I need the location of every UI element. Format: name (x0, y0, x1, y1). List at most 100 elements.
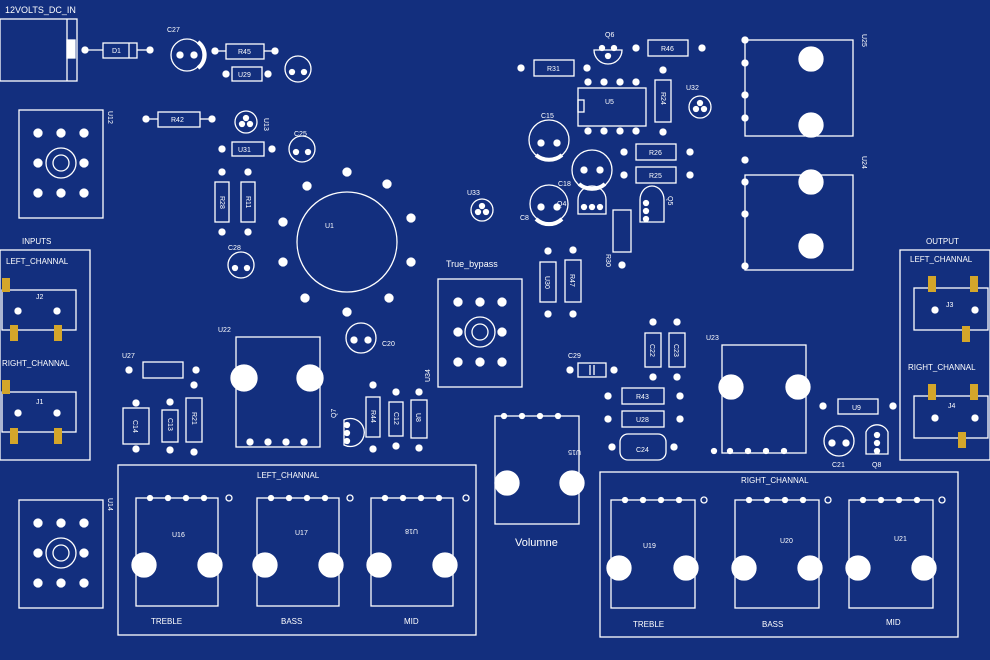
volume-label: Volumne (515, 537, 558, 549)
capacitor-c18 (571, 149, 613, 191)
component-u31 (218, 141, 276, 157)
inputs-left-channel-label: LEFT_CHANNAL (6, 257, 69, 266)
footswitch-true-bypass (437, 278, 523, 388)
j1-ref: J1 (36, 399, 44, 406)
resistor-r11 (240, 168, 256, 236)
right-treble-label: TREBLE (633, 620, 664, 629)
c21-ref: C21 (832, 462, 845, 469)
component-u30 (539, 247, 557, 318)
jack-u24 (741, 156, 854, 271)
q6-ref: Q6 (605, 32, 614, 39)
capacitor-c23 (668, 318, 686, 381)
capacitor-c13 (161, 398, 179, 454)
output-jack-j3 (913, 276, 989, 342)
capacitor-c12 (388, 388, 404, 450)
left-bass-label: BASS (281, 617, 302, 626)
c23-ref: C23 (672, 344, 679, 357)
capacitor-c28 (227, 251, 255, 279)
potentiometer-u18 (366, 494, 470, 607)
r43-ref: R43 (636, 394, 649, 401)
capacitor-c22 (644, 318, 662, 381)
ic-u5 (577, 78, 647, 135)
r28-ref: R28 (218, 196, 225, 209)
u15-ref: U15 (568, 448, 581, 455)
transistor-u33 (470, 198, 494, 222)
resistor-r25 (620, 166, 694, 184)
capacitor-c29 (566, 362, 618, 378)
c28-ref: C28 (228, 245, 241, 252)
r21-ref: R21 (190, 412, 197, 425)
capacitor-c27 (170, 38, 207, 72)
resistor-r24 (654, 66, 672, 136)
output-left-channel-label: LEFT_CHANNAL (910, 255, 973, 264)
transistor-u32 (688, 95, 712, 119)
j3-ref: J3 (946, 302, 954, 309)
r42-ref: R42 (171, 117, 184, 124)
c20-ref: C20 (382, 341, 395, 348)
potentiometer-u20 (731, 496, 832, 609)
footswitch-u12 (18, 109, 104, 219)
component-u27 (125, 361, 200, 379)
resistor-r30 (612, 209, 632, 269)
true-bypass-label: True_bypass (446, 259, 498, 269)
u1-ref: U1 (325, 223, 334, 230)
capacitor-c25 (288, 135, 316, 163)
u19-ref: U19 (643, 543, 656, 550)
potentiometer-u23 (710, 344, 811, 455)
resistor-r47 (564, 246, 582, 318)
component-u28 (604, 410, 684, 428)
r47-ref: R47 (568, 274, 575, 287)
u22-ref: U22 (218, 327, 231, 334)
r25-ref: R25 (649, 173, 662, 180)
u8-ref: U8 (414, 413, 421, 422)
transistor-q5 (639, 185, 665, 223)
potentiometer-u15-volume (494, 412, 585, 525)
capacitor-c21 (823, 425, 855, 457)
u20-ref: U20 (780, 538, 793, 545)
u25-ref: U25 (860, 34, 867, 47)
transistor-q6 (593, 44, 623, 65)
c27-ref: C27 (167, 27, 180, 34)
inputs-box (0, 249, 91, 461)
u21-ref: U21 (894, 536, 907, 543)
c13-ref: C13 (166, 418, 173, 431)
u30-ref: U30 (543, 276, 550, 289)
c8-ref: C8 (520, 215, 529, 222)
right-mid-label: MID (886, 618, 901, 627)
inputs-label: INPUTS (22, 237, 51, 246)
r24-ref: R24 (659, 92, 666, 105)
output-right-channel-label: RIGHT_CHANNAL (908, 363, 976, 372)
c29-ref: C29 (568, 353, 581, 360)
capacitor-small-top (284, 55, 312, 83)
u18-ref: U18 (405, 527, 418, 534)
footswitch-u14 (18, 499, 104, 609)
resistor-r42 (142, 111, 216, 128)
resistor-r21 (185, 381, 203, 456)
c24-ref: C24 (636, 447, 649, 454)
j2-ref: J2 (36, 294, 44, 301)
left-mid-label: MID (404, 617, 419, 626)
output-jack-j4 (913, 384, 989, 448)
r26-ref: R26 (649, 150, 662, 157)
q5-ref: Q5 (666, 196, 673, 205)
j4-ref: J4 (948, 403, 956, 410)
input-jack-j2 (1, 278, 77, 341)
transistor-u13 (234, 110, 258, 134)
capacitor-c15 (528, 119, 570, 162)
component-u9 (819, 398, 897, 415)
c22-ref: C22 (648, 344, 655, 357)
c14-ref: C14 (131, 420, 138, 433)
u9-ref: U9 (852, 405, 861, 412)
resistor-r45 (211, 43, 279, 60)
right-bass-label: BASS (762, 620, 783, 629)
left-eq-title: LEFT_CHANNAL (257, 471, 320, 480)
right-eq-title: RIGHT_CHANNAL (741, 476, 809, 485)
potentiometer-u22 (230, 336, 324, 448)
resistor-r31 (517, 59, 591, 77)
u5-ref: U5 (605, 99, 614, 106)
capacitor-c14 (122, 399, 150, 453)
left-eq-box (117, 464, 477, 636)
resistor-r44 (365, 381, 381, 453)
r30-ref: R30 (604, 254, 611, 267)
dc-jack-dc2 (0, 18, 78, 82)
